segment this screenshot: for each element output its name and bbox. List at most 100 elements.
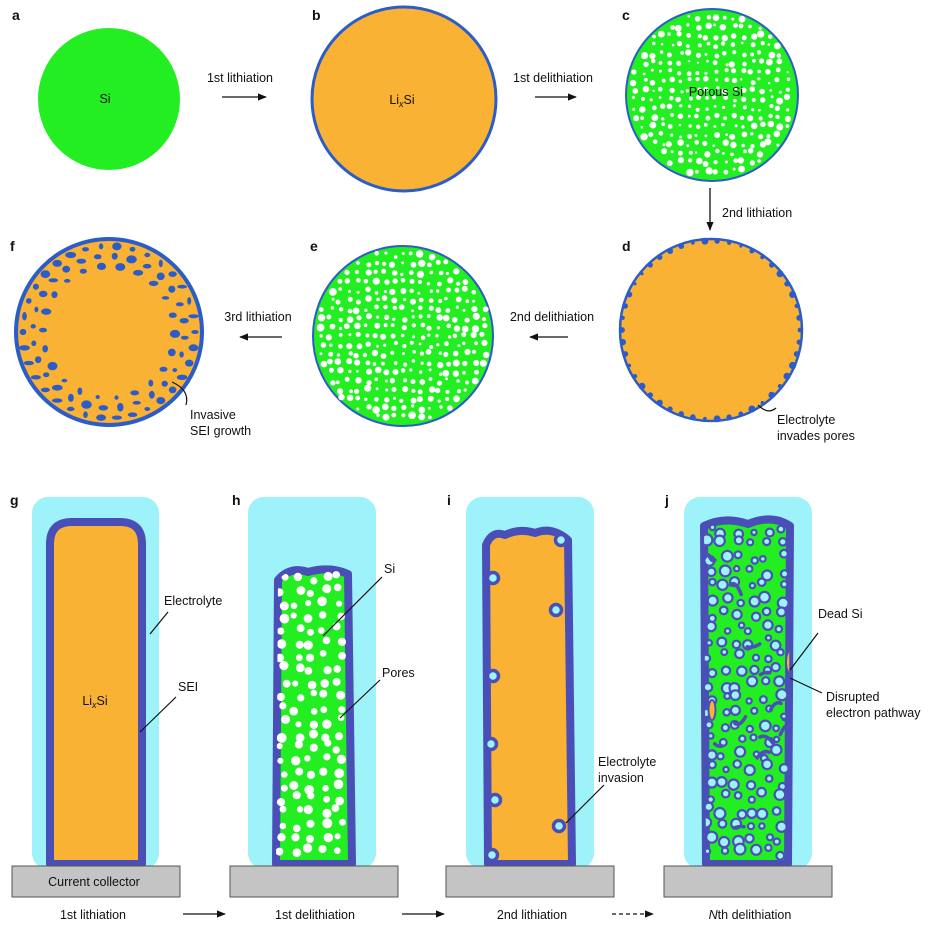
sei-bump [777, 384, 783, 389]
wire-pore [322, 584, 332, 594]
pore [400, 333, 405, 338]
current-collector-j [663, 865, 833, 898]
pore [337, 388, 344, 395]
pore [694, 113, 699, 119]
pore [629, 79, 637, 87]
pore [676, 60, 682, 66]
pore [465, 299, 470, 304]
pore [695, 169, 699, 174]
pore [419, 351, 424, 356]
wire-pore [281, 771, 288, 778]
pore [680, 51, 684, 55]
pore [696, 157, 703, 165]
silicon-particle [38, 28, 180, 170]
sei-bump [789, 291, 797, 298]
pore [695, 52, 702, 58]
wire-pore [292, 791, 301, 800]
pore [632, 107, 636, 111]
lithiated-wire [46, 518, 146, 868]
pore [339, 326, 343, 331]
pore [428, 368, 432, 372]
sei-island [79, 268, 87, 274]
pore [694, 151, 698, 154]
pore [326, 314, 332, 320]
pore [652, 105, 657, 111]
pore [393, 255, 398, 259]
pore [436, 326, 441, 330]
sei-island [161, 380, 168, 387]
pore [685, 44, 690, 48]
pore [325, 334, 332, 341]
pore [366, 404, 372, 410]
pore [784, 115, 792, 123]
pore [452, 317, 458, 323]
pore [427, 415, 432, 420]
pore [453, 395, 460, 403]
wire-pore [320, 679, 330, 688]
sei-bump [627, 363, 632, 368]
pore [481, 317, 487, 322]
pore [388, 261, 396, 268]
pore [757, 50, 762, 55]
pore [648, 132, 654, 138]
sei-coated-pore [707, 667, 718, 679]
pore [318, 307, 324, 312]
sei-coated-pore [778, 762, 790, 774]
pore [445, 396, 450, 402]
pore [696, 25, 702, 31]
pore [418, 342, 422, 346]
panel-letter-f: f [10, 238, 15, 254]
sei-bump [678, 243, 685, 250]
pore [446, 323, 452, 329]
pore [429, 386, 436, 393]
pore [410, 404, 415, 408]
pore [384, 279, 390, 285]
step-third-lithiation: 3rd lithiation [224, 310, 291, 324]
pore [384, 379, 388, 383]
pore [695, 77, 700, 82]
pore [778, 90, 782, 94]
pore [434, 387, 441, 394]
wire-pore [293, 824, 301, 833]
sei-coated-pore [770, 743, 783, 757]
sei-bump [784, 281, 790, 287]
pore [741, 125, 745, 129]
wire-pore [323, 753, 331, 761]
sei-coated-pore [704, 653, 712, 663]
sei-bump [647, 392, 653, 398]
sei-crack [758, 670, 772, 677]
pore [473, 359, 480, 367]
sei-coated-pore [779, 548, 789, 559]
pore [381, 361, 385, 366]
wire-pore [319, 689, 328, 698]
pore [400, 368, 406, 373]
pore [374, 251, 380, 256]
sei-island [26, 298, 32, 304]
pore [390, 323, 395, 327]
pore [750, 144, 755, 149]
pore [725, 133, 728, 136]
wire-pore [282, 679, 291, 688]
panel-letter-a: a [12, 7, 20, 23]
pore [329, 343, 333, 347]
wire-pore [289, 706, 299, 716]
pore [356, 278, 361, 283]
sei-bump [701, 237, 709, 245]
pore [704, 52, 708, 56]
sei-island [95, 395, 100, 399]
pore [392, 278, 398, 284]
pore [774, 105, 780, 112]
silicon-label: Si [99, 92, 110, 106]
electrolyte-pockets [483, 532, 569, 863]
pore [364, 308, 368, 312]
wire-pore [279, 601, 289, 611]
pore [365, 286, 371, 293]
pore [674, 24, 682, 32]
pore [665, 141, 672, 148]
note-d-line1: Electrolyte [777, 413, 835, 427]
electrolyte-pocket [553, 532, 569, 548]
pore [392, 369, 399, 375]
sei-coated-pore [713, 534, 726, 548]
pore [418, 305, 423, 311]
pore [400, 288, 407, 294]
